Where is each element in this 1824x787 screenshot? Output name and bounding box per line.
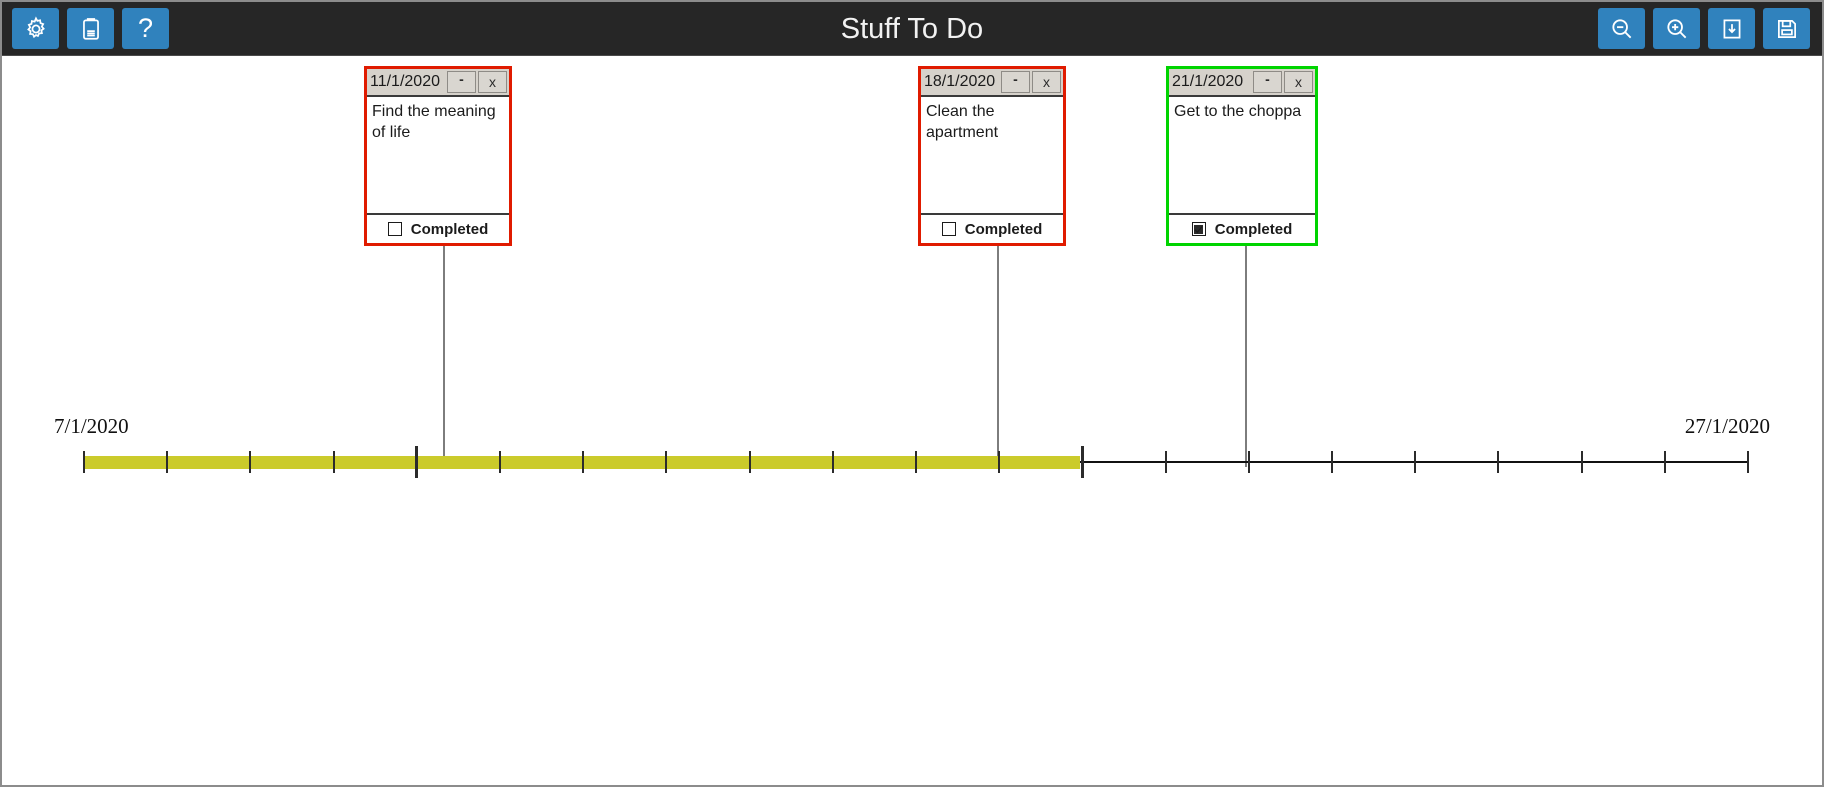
note-minimize-button[interactable]: - bbox=[1001, 71, 1030, 93]
note-text[interactable]: Find the meaning of life bbox=[367, 97, 509, 215]
axis-tick bbox=[1248, 451, 1250, 473]
axis-tick bbox=[749, 451, 751, 473]
question-mark-icon: ? bbox=[137, 13, 154, 43]
toolbar: ? Stuff To Do bbox=[2, 2, 1822, 56]
note-minimize-button[interactable]: - bbox=[447, 71, 476, 93]
completed-label: Completed bbox=[964, 220, 1043, 238]
magnifier-plus-icon bbox=[1664, 16, 1690, 42]
zoom-in-button[interactable] bbox=[1653, 8, 1700, 49]
completed-checkbox[interactable] bbox=[1191, 222, 1206, 236]
page-title: Stuff To Do bbox=[840, 13, 984, 45]
note-card[interactable]: 11/1/2020 - x Find the meaning of life C… bbox=[364, 66, 512, 246]
zoom-out-button[interactable] bbox=[1598, 8, 1645, 49]
axis-tick bbox=[1664, 451, 1666, 473]
download-tray-icon bbox=[1719, 16, 1745, 42]
note-connector bbox=[443, 245, 445, 467]
axis-tick bbox=[83, 451, 85, 473]
timeline-canvas: 11/1/2020 - x Find the meaning of life C… bbox=[2, 56, 1822, 785]
axis-tick bbox=[665, 451, 667, 473]
note-footer: Completed bbox=[921, 215, 1063, 243]
magnifier-minus-icon bbox=[1609, 16, 1635, 42]
axis-tick bbox=[1414, 451, 1416, 473]
note-header: 21/1/2020 - x bbox=[1169, 69, 1315, 97]
axis-tick bbox=[333, 451, 335, 473]
note-connector bbox=[1245, 245, 1247, 467]
axis-tick bbox=[1165, 451, 1167, 473]
note-connector bbox=[997, 245, 999, 467]
note-close-button[interactable]: x bbox=[478, 71, 507, 93]
axis-tick bbox=[1497, 451, 1499, 473]
note-header: 18/1/2020 - x bbox=[921, 69, 1063, 97]
axis-end-label: 27/1/2020 bbox=[1684, 414, 1770, 438]
note-date[interactable]: 18/1/2020 bbox=[924, 73, 996, 90]
gear-icon bbox=[23, 15, 49, 42]
note-footer: Completed bbox=[1169, 215, 1315, 243]
toolbar-right-group bbox=[1598, 8, 1810, 49]
toolbar-left-group: ? bbox=[12, 8, 169, 49]
floppy-disk-icon bbox=[1774, 16, 1800, 42]
note-text[interactable]: Clean the apartment bbox=[921, 97, 1063, 215]
checkmark-icon bbox=[1194, 224, 1204, 234]
axis-tick bbox=[582, 451, 584, 473]
save-button[interactable] bbox=[1763, 8, 1810, 49]
axis-tick bbox=[1331, 451, 1333, 473]
note-minimize-button[interactable]: - bbox=[1253, 71, 1282, 93]
note-date[interactable]: 11/1/2020 bbox=[370, 73, 440, 90]
axis-tick bbox=[166, 451, 168, 473]
axis-tick bbox=[998, 451, 1000, 473]
help-button[interactable]: ? bbox=[122, 8, 169, 49]
axis-tick bbox=[1581, 451, 1583, 473]
load-button[interactable] bbox=[1708, 8, 1755, 49]
note-footer: Completed bbox=[367, 215, 509, 243]
clipboard-button[interactable] bbox=[67, 8, 114, 49]
completed-label: Completed bbox=[410, 220, 489, 238]
note-header: 11/1/2020 - x bbox=[367, 69, 509, 97]
note-card[interactable]: 18/1/2020 - x Clean the apartment Comple… bbox=[918, 66, 1066, 246]
note-text[interactable]: Get to the choppa bbox=[1169, 97, 1315, 215]
completed-label: Completed bbox=[1214, 220, 1293, 238]
note-card[interactable]: 21/1/2020 - x Get to the choppa Complete… bbox=[1166, 66, 1318, 246]
axis-start-label: 7/1/2020 bbox=[54, 414, 129, 438]
axis-tick bbox=[915, 451, 917, 473]
axis-tick bbox=[499, 451, 501, 473]
axis-tick bbox=[415, 446, 418, 478]
axis-tick bbox=[249, 451, 251, 473]
note-date[interactable]: 21/1/2020 bbox=[1172, 73, 1244, 90]
completed-checkbox[interactable] bbox=[941, 222, 956, 236]
axis-tick bbox=[1747, 451, 1749, 473]
settings-button[interactable] bbox=[12, 8, 59, 49]
completed-checkbox[interactable] bbox=[387, 222, 402, 236]
note-close-button[interactable]: x bbox=[1032, 71, 1061, 93]
clipboard-icon bbox=[78, 16, 104, 42]
axis-tick bbox=[1081, 446, 1084, 478]
axis-tick bbox=[832, 451, 834, 473]
note-close-button[interactable]: x bbox=[1284, 71, 1313, 93]
